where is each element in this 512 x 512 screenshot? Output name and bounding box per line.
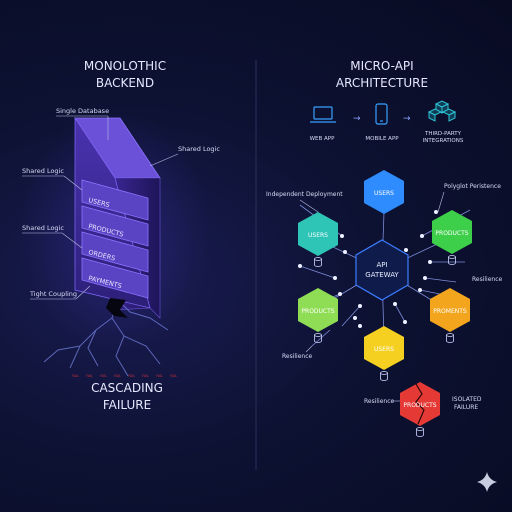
database-icon-bottom: [380, 371, 388, 381]
svg-text:FAIL: FAIL: [156, 374, 163, 378]
annotation-polyglot-persistence: Polyglot Peristence: [437, 183, 501, 213]
service-upper-left-users: USERS: [298, 212, 338, 256]
svg-text:FAIL: FAIL: [170, 374, 177, 378]
svg-text:FAIL: FAIL: [72, 374, 79, 378]
svg-text:Resilience: Resilience: [364, 398, 395, 405]
service-failed-products: PRODUCTS: [400, 382, 440, 426]
annotation-independent-deployment: Independent Deployment: [266, 191, 343, 213]
callout-tight-coupling: Tight Coupling: [29, 285, 91, 300]
svg-text:Resilience: Resilience: [282, 353, 313, 360]
annotation-resilience-right: Resilience: [472, 276, 503, 283]
svg-text:Tight Coupling: Tight Coupling: [29, 290, 77, 298]
module-orders-box: [81, 231, 149, 273]
right-title-line2: ARCHITECTURE: [336, 76, 428, 90]
svg-text:USERS: USERS: [374, 190, 394, 197]
database-icon-lower-right: [446, 333, 454, 343]
callout-shared-logic-lower: Shared Logic: [22, 224, 83, 249]
svg-text:FAIL: FAIL: [128, 374, 135, 378]
svg-text:Polyglot Peristence: Polyglot Peristence: [444, 183, 501, 190]
database-icon-upper-right: [448, 255, 456, 265]
crack-break-icon: [106, 298, 128, 318]
connection-nodes: [298, 210, 438, 328]
cubes-icon: [427, 100, 457, 122]
svg-text:Shared Logic: Shared Logic: [22, 224, 64, 232]
svg-text:USERS: USERS: [308, 232, 328, 239]
module-payments-box: [81, 257, 149, 299]
database-icons: [314, 255, 456, 437]
client-web-app: WEB APP: [310, 136, 336, 142]
left-footer-line1: CASCADING: [91, 381, 163, 395]
arrow-icon: →: [353, 114, 361, 124]
laptop-icon: [310, 106, 336, 123]
client-third-party-line1: THIRD-PARTY: [424, 131, 462, 137]
module-products-box: [81, 205, 149, 247]
left-footer-line2: FAILURE: [103, 398, 151, 412]
arrow-icon-2: →: [403, 114, 411, 124]
callout-shared-logic-right: Shared Logic: [149, 145, 220, 167]
svg-text:FAIL: FAIL: [114, 374, 121, 378]
svg-text:API: API: [376, 261, 387, 269]
annotation-isolated-line1: ISOLATED: [452, 396, 482, 403]
right-title-line1: MICRO-API: [350, 59, 413, 73]
error-markers: FAIL FAIL FAIL FAIL FAIL FAIL FAIL FAIL: [72, 374, 177, 378]
monolith-modules: USERS PRODUCTS ORDERS PAYMENTS: [81, 179, 149, 299]
annotation-isolated-line2: FAILURE: [454, 404, 478, 411]
svg-text:FAIL: FAIL: [100, 374, 107, 378]
database-icon-failed: [416, 427, 424, 437]
client-mobile-app: MOBILE APP: [365, 136, 399, 142]
svg-text:GATEWAY: GATEWAY: [365, 271, 399, 279]
svg-text:PRODUCTS: PRODUCTS: [403, 402, 436, 409]
svg-text:PROMENTS: PROMENTS: [433, 308, 467, 315]
left-title-line1: MONOLOTHIC: [84, 59, 166, 73]
svg-text:USERS: USERS: [374, 346, 394, 353]
svg-text:Shared Logic: Shared Logic: [178, 145, 220, 153]
svg-text:PRODUCTS: PRODUCTS: [435, 230, 468, 237]
svg-text:FAIL: FAIL: [86, 374, 93, 378]
service-top-users: USERS: [364, 170, 404, 214]
svg-text:Independent Deployment: Independent Deployment: [266, 191, 343, 198]
svg-text:PRODUCTS: PRODUCTS: [301, 308, 334, 315]
service-upper-right-products: PRODUCTS: [432, 210, 472, 254]
client-third-party-line2: INTEGRATIONS: [423, 138, 464, 144]
sparkle-icon: [477, 472, 497, 492]
callout-single-database: Single Database: [56, 107, 109, 140]
module-users-box: [81, 179, 149, 221]
callout-shared-logic-upper: Shared Logic: [22, 167, 83, 191]
annotation-resilience-bottom: Resilience: [364, 398, 400, 405]
annotation-resilience-left: Resilience: [282, 345, 313, 360]
svg-text:Shared Logic: Shared Logic: [22, 167, 64, 175]
svg-text:FAIL: FAIL: [142, 374, 149, 378]
database-icon-lower-left: [314, 333, 322, 343]
svg-text:Single Database: Single Database: [56, 107, 109, 115]
left-title-line2: BACKEND: [96, 76, 154, 90]
api-gateway-node: API GATEWAY: [355, 239, 409, 301]
service-bottom-users: USERS: [364, 326, 404, 370]
phone-icon: [375, 103, 388, 125]
database-icon-upper-left: [314, 257, 322, 267]
service-lower-right-proments: PROMENTS: [430, 288, 470, 332]
service-lower-left-products: PRODUCTS: [298, 288, 338, 332]
